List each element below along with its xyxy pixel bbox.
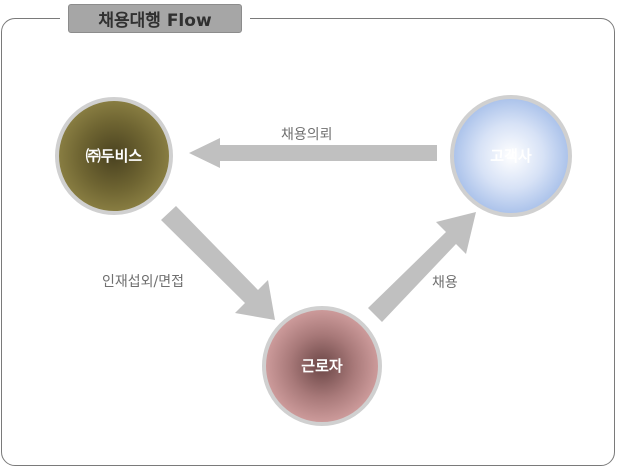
edge-hire-label: 채용 (432, 275, 458, 291)
node-dubis (55, 97, 173, 215)
arrow-hire (368, 212, 476, 322)
arrow-request (189, 138, 437, 168)
arrow-interview (161, 206, 275, 320)
edge-interview-label: 인재섭외/면접 (102, 274, 184, 290)
node-client-label: 고객사 (490, 147, 532, 165)
edge-request-label: 채용의뢰 (281, 127, 333, 143)
diagram-title: 채용대행 Flow (68, 4, 242, 33)
node-worker-label: 근로자 (301, 357, 343, 375)
node-client (450, 95, 572, 217)
node-dubis-label: ㈜두비스 (85, 147, 143, 165)
node-worker (262, 306, 382, 426)
